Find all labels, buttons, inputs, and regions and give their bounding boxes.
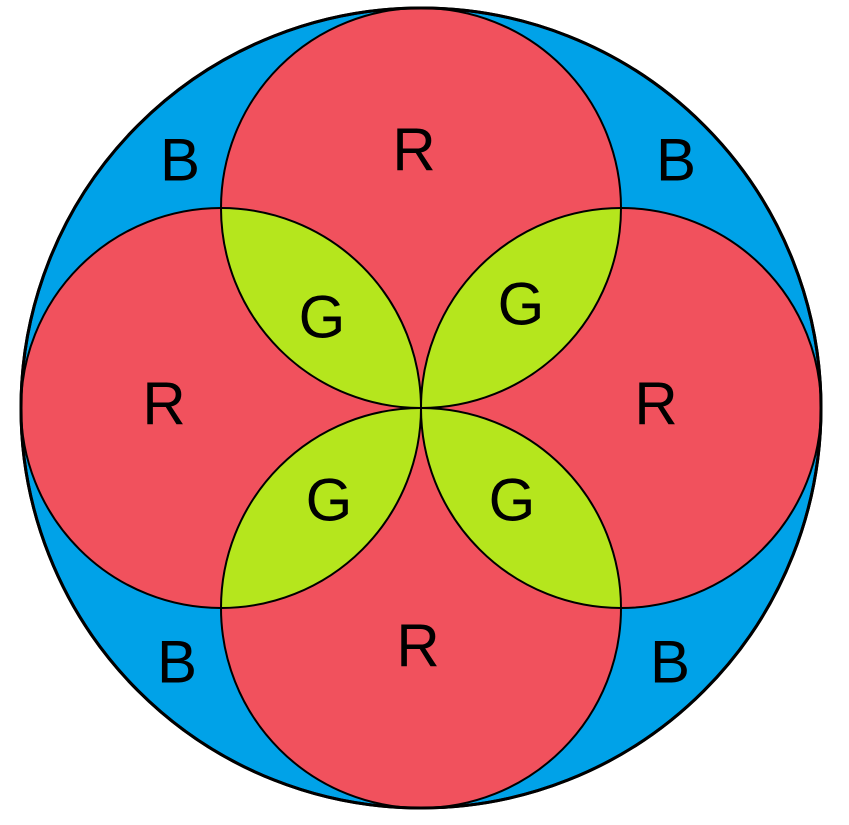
label-b-bottom-left: B xyxy=(157,629,197,696)
label-g-top-left: G xyxy=(299,284,346,351)
label-r-top: R xyxy=(392,117,435,184)
label-r-right: R xyxy=(634,371,677,438)
outer-outline xyxy=(19,6,823,810)
label-r-bottom: R xyxy=(396,613,439,680)
overlap-top-left xyxy=(221,208,421,408)
overlap-bottom-right xyxy=(421,408,621,608)
label-g-top-right: G xyxy=(498,271,545,338)
label-b-top-left: B xyxy=(160,127,200,194)
label-r-left: R xyxy=(142,371,185,438)
label-g-bottom-left: G xyxy=(306,467,353,534)
label-b-top-right: B xyxy=(656,127,696,194)
label-g-bottom-right: G xyxy=(489,467,536,534)
overlap-bottom-left xyxy=(221,408,421,608)
overlap-top-right xyxy=(421,208,621,408)
label-b-bottom-right: B xyxy=(650,629,690,696)
